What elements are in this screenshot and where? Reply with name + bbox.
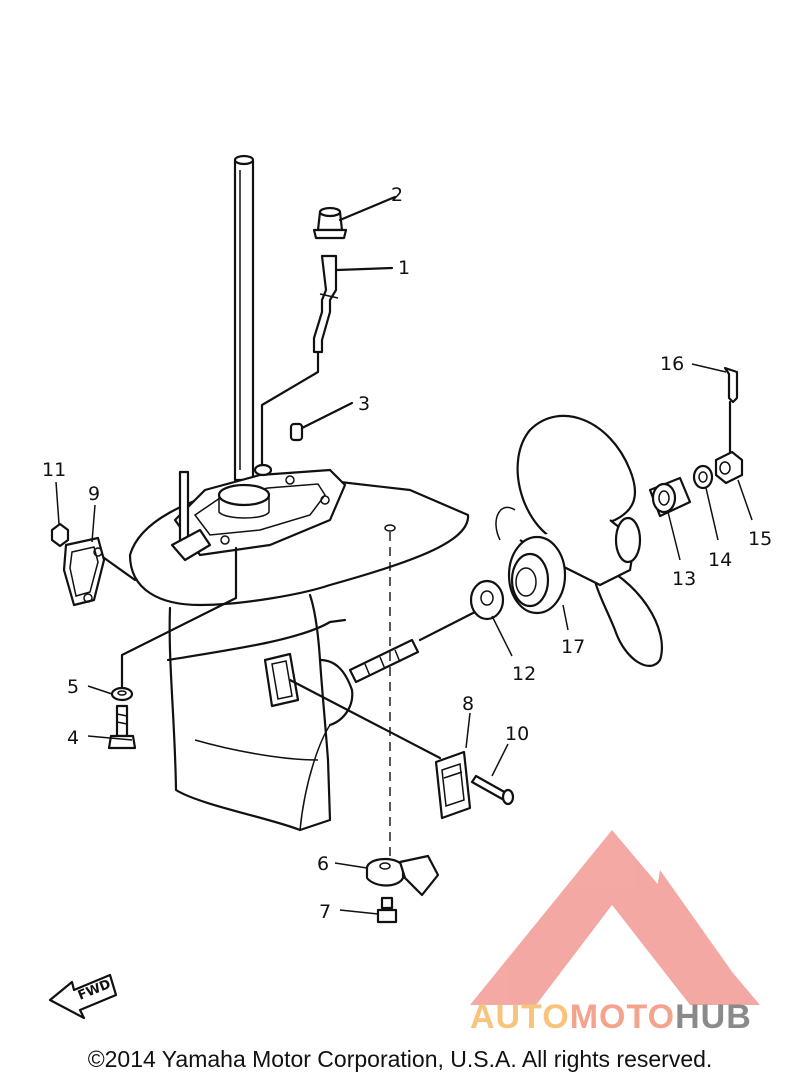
callout-14: 14 [708,549,732,571]
anode-screw [470,774,515,806]
callout-3: 3 [358,393,370,415]
spacer [648,476,692,518]
callout-16: 16 [660,353,684,375]
callout-7: 7 [319,901,331,923]
callout-1: 1 [398,257,410,279]
grommet [312,206,348,240]
trim-tab [365,854,440,897]
castle-nut [714,450,744,485]
anode [434,750,472,820]
dowel-pin [289,422,304,442]
callout-9: 9 [88,483,100,505]
bolt [107,704,137,750]
forward-direction-icon: FWD [48,973,118,1020]
thrust-washer [469,579,505,621]
callout-numbers: 2 1 3 4 5 6 7 8 9 10 11 12 13 14 15 16 1… [42,184,772,923]
callout-2: 2 [391,184,403,206]
callout-5: 5 [67,676,79,698]
callout-10: 10 [505,723,529,745]
callout-11: 11 [42,459,66,481]
callout-4: 4 [67,727,79,749]
brand-wordmark: AUTOMOTOHUB [470,998,800,1038]
callout-6: 6 [317,853,329,875]
cotter-pin [723,366,739,404]
shift-rod [312,254,339,354]
callout-12: 12 [512,663,536,685]
cover [62,536,106,607]
drive-shaft [233,154,255,482]
trim-tab-bolt [376,896,398,924]
brand-logo-icon [470,830,760,1005]
brand-part-hub: HUB [675,998,752,1036]
callout-17: 17 [561,636,585,658]
copyright-notice: ©2014 Yamaha Motor Corporation, U.S.A. A… [87,1046,713,1072]
callout-leaders [55,195,753,915]
washer [110,686,134,702]
washer-14 [692,464,714,490]
lower-casing [128,463,470,832]
callout-15: 15 [748,528,772,550]
nut [50,522,70,548]
brand-part-moto: MOTO [569,998,676,1036]
propeller [495,414,663,667]
callout-8: 8 [462,693,474,715]
brand-part-auto: AUTO [470,998,570,1036]
callout-13: 13 [672,568,696,590]
